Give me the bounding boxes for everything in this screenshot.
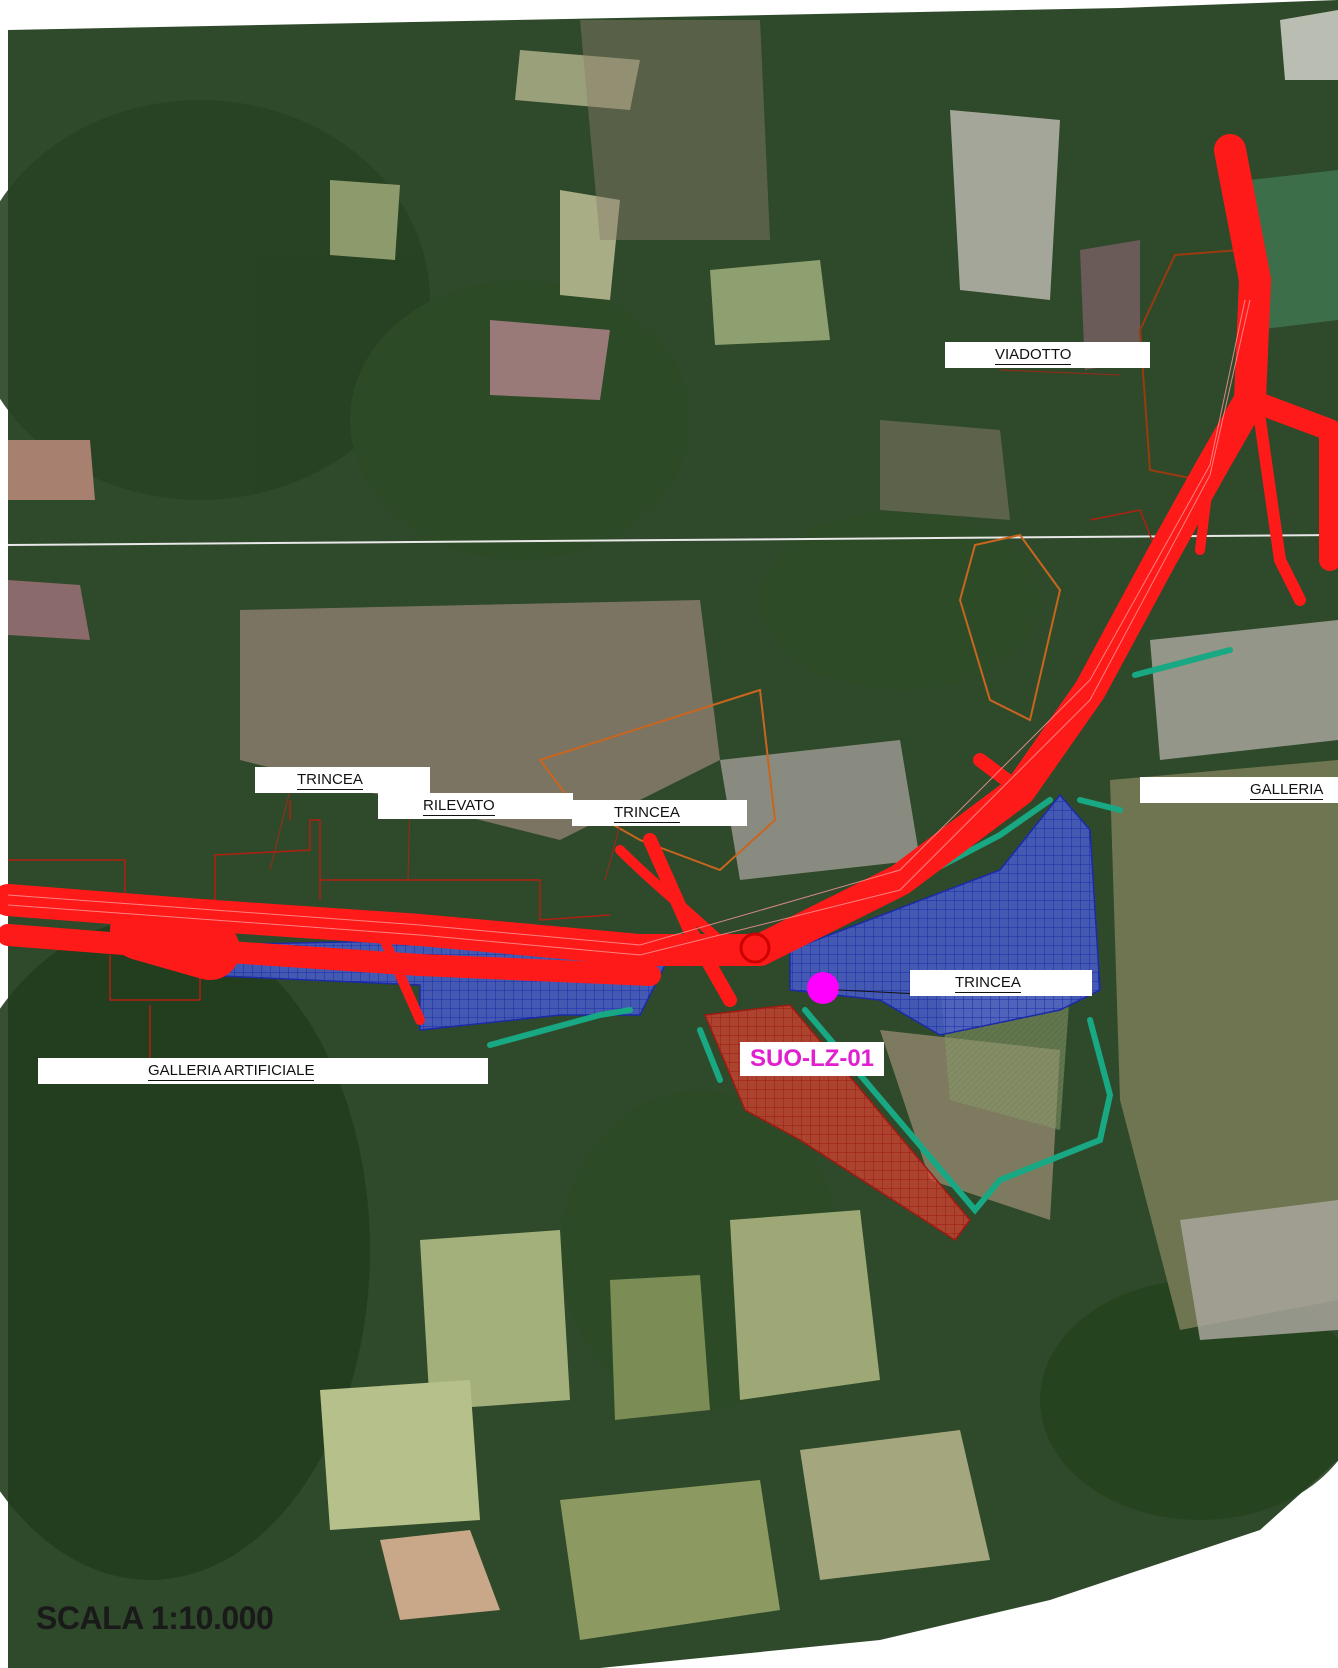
label-trincea-left: TRINCEA (255, 767, 430, 793)
roundabout (739, 932, 771, 964)
road-lane-lines (7, 299, 1251, 956)
zone-label-suo-lz-01: SUO-LZ-01 (740, 1042, 885, 1076)
label-galleria: GALLERIA (1140, 777, 1338, 803)
grid-line (7, 534, 1338, 546)
map-scale: SCALA 1:10.000 (36, 1600, 274, 1636)
sample-point-marker (807, 972, 839, 1004)
label-trincea-mid: TRINCEA (572, 800, 747, 826)
label-trincea-right: TRINCEA (910, 970, 1092, 996)
road-corridor (0, 134, 1338, 1025)
forest-areas (0, 100, 1338, 1580)
label-galleria-artificiale: GALLERIA ARTIFICIALE (38, 1058, 488, 1084)
label-viadotto: VIADOTTO (945, 342, 1150, 368)
label-rilevato: RILEVATO (378, 793, 573, 819)
